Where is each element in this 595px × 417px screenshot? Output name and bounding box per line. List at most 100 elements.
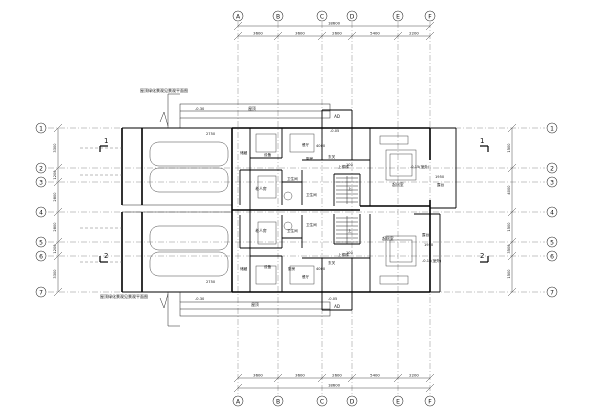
svg-text:F: F bbox=[428, 14, 432, 21]
axis-bubble-right-6: 6 bbox=[546, 250, 558, 262]
axis-bubble-left-2: 2 bbox=[35, 162, 47, 174]
axis-bubble-right-7: 7 bbox=[546, 286, 558, 298]
room-bath-top: 卫生间 bbox=[287, 176, 298, 181]
carport-area bbox=[80, 127, 232, 293]
axis-bubble-bottom-f: F bbox=[424, 395, 436, 407]
svg-text:4: 4 bbox=[550, 210, 554, 217]
room-stair-top: 上楼梯 bbox=[338, 164, 349, 169]
top-landscape-note: 屋顶绿化景观见景观平面图 bbox=[140, 87, 188, 93]
top-total-dim: 18600 bbox=[328, 21, 341, 26]
axis-bubble-left-1: 1 bbox=[35, 122, 47, 134]
level-right-a: -0.15(室外) bbox=[410, 164, 430, 169]
dim-1950-top: 1950 bbox=[435, 175, 445, 179]
left-axis-bubbles: 1 2 3 4 5 6 7 bbox=[35, 122, 47, 298]
svg-text:3: 3 bbox=[39, 180, 43, 187]
section-1-right: 1 bbox=[480, 137, 484, 145]
room-bath2-top: 卫生间 bbox=[306, 192, 317, 197]
stairs-bottom bbox=[336, 216, 358, 244]
bottom-dim-seg-3: 2600 bbox=[332, 373, 342, 378]
axis-bubble-top-f: F bbox=[424, 10, 436, 22]
bottom-dim-seg-5: 2200 bbox=[409, 373, 419, 378]
room-up-top: 上 bbox=[348, 186, 352, 191]
furniture bbox=[255, 133, 417, 285]
left-dim-seg-4: 2800 bbox=[53, 222, 57, 232]
room-bath-bottom: 卫生间 bbox=[287, 228, 298, 233]
top-dim-seg-2: 3600 bbox=[295, 31, 305, 36]
roof-label-top: 屋顶 bbox=[248, 106, 256, 111]
bottom-total-dim: 18600 bbox=[328, 383, 341, 388]
room-labels-top: AD 储藏 设备 老人房 卫生间 厨房 玄关 餐厅 卫生间 上楼梯 上 起居室 … bbox=[206, 114, 445, 197]
top-dim-seg-4: 5400 bbox=[370, 31, 380, 36]
room-entry-top: 玄关 bbox=[328, 154, 336, 159]
svg-text:C: C bbox=[320, 14, 324, 21]
left-dim-seg-2: 1200 bbox=[53, 170, 57, 180]
svg-text:D: D bbox=[350, 14, 355, 21]
room-dining-bottom: 餐厅 bbox=[302, 274, 310, 279]
roof-label-bottom: 屋顶 bbox=[251, 302, 259, 307]
svg-text:3: 3 bbox=[550, 180, 554, 187]
svg-text:6: 6 bbox=[550, 254, 554, 261]
top-dim-seg-5: 2200 bbox=[409, 31, 419, 36]
room-elderly-bottom: 老人房 bbox=[255, 228, 267, 233]
dim-1950-bottom: 1950 bbox=[424, 243, 434, 247]
svg-text:7: 7 bbox=[550, 290, 554, 297]
room-living-bottom: 起居室 bbox=[382, 236, 394, 241]
top-axis-bubbles: A B C D E F bbox=[232, 10, 436, 22]
svg-text:2: 2 bbox=[550, 166, 554, 173]
room-bath2-bottom: 卫生间 bbox=[306, 222, 317, 227]
svg-text:E: E bbox=[396, 14, 400, 21]
level-bot-b: -0.05 bbox=[328, 297, 337, 301]
right-dim-seg-4: 3500 bbox=[507, 244, 511, 254]
bottom-dim-seg-1: 3600 bbox=[253, 373, 263, 378]
level-top-a: -0.30 bbox=[195, 107, 205, 111]
axis-bubble-top-a: A bbox=[232, 10, 244, 22]
right-dim-seg-2: 4000 bbox=[507, 185, 511, 195]
axis-bubble-left-5: 5 bbox=[35, 236, 47, 248]
room-entry-bottom: 玄关 bbox=[328, 260, 336, 265]
bottom-dim-seg-2: 3600 bbox=[295, 373, 305, 378]
axis-bubble-top-d: D bbox=[346, 10, 358, 22]
svg-text:5: 5 bbox=[39, 240, 43, 247]
room-terrace-top: 露台 bbox=[437, 182, 445, 187]
svg-text:1: 1 bbox=[550, 126, 554, 133]
axis-bubble-right-1: 1 bbox=[546, 122, 558, 134]
room-living-top: 起居室 bbox=[392, 182, 404, 187]
axis-bubble-right-5: 5 bbox=[546, 236, 558, 248]
left-dim-seg-3: 2800 bbox=[53, 192, 57, 202]
room-labels-bottom: AD 储藏 设备 老人房 卫生间 厨房 玄关 餐厅 卫生间 上楼梯 上 起居室 … bbox=[206, 222, 442, 309]
svg-text:D: D bbox=[350, 399, 355, 406]
room-equip-bottom: 设备 bbox=[264, 264, 272, 269]
room-elderly-top: 老人房 bbox=[255, 186, 267, 191]
dim-100-bottom: 100 bbox=[346, 251, 354, 255]
room-ad-top: AD bbox=[334, 114, 340, 119]
bottom-dim-seg-4: 5400 bbox=[370, 373, 380, 378]
dim-4000-bottom: 4000 bbox=[316, 267, 326, 271]
building-walls bbox=[231, 109, 457, 311]
axis-bubble-left-4: 4 bbox=[35, 206, 47, 218]
axis-bubble-bottom-d: D bbox=[346, 395, 358, 407]
level-right-b: -0.15(室外) bbox=[422, 258, 442, 263]
room-equip-top: 设备 bbox=[264, 152, 272, 157]
bottom-dimension-chain: 3600 3600 2600 5400 2200 18600 bbox=[233, 373, 435, 393]
room-kitchen-top: 厨房 bbox=[306, 156, 314, 161]
left-dim-seg-6: 3300 bbox=[53, 269, 57, 279]
axis-bubble-left-7: 7 bbox=[35, 286, 47, 298]
left-dim-seg-1: 3300 bbox=[53, 143, 57, 153]
axis-bubble-right-3: 3 bbox=[546, 176, 558, 188]
section-markers: 1 1 2 2 bbox=[99, 137, 489, 263]
bottom-axis-bubbles: A B C D E F bbox=[232, 395, 436, 407]
dim-2750-top: 2750 bbox=[206, 132, 216, 136]
top-dimension-chain: 18600 3600 3600 2600 5400 2200 bbox=[233, 21, 435, 41]
svg-text:E: E bbox=[396, 399, 400, 406]
section-2-left: 2 bbox=[104, 252, 108, 260]
room-dining-top: 餐厅 bbox=[302, 142, 310, 147]
axis-bubble-left-6: 6 bbox=[35, 250, 47, 262]
axis-bubble-top-b: B bbox=[272, 10, 284, 22]
level-top-b: -0.05 bbox=[330, 129, 339, 133]
right-axis-bubbles: 1 2 3 4 5 6 7 bbox=[546, 122, 558, 298]
svg-text:B: B bbox=[276, 14, 280, 21]
dim-100-top: 100 bbox=[346, 163, 354, 167]
section-2-right: 2 bbox=[480, 252, 484, 260]
left-dimension-chain: 3300 1200 2800 2800 1200 3300 bbox=[53, 123, 63, 297]
room-up-bottom: 上 bbox=[348, 228, 352, 233]
